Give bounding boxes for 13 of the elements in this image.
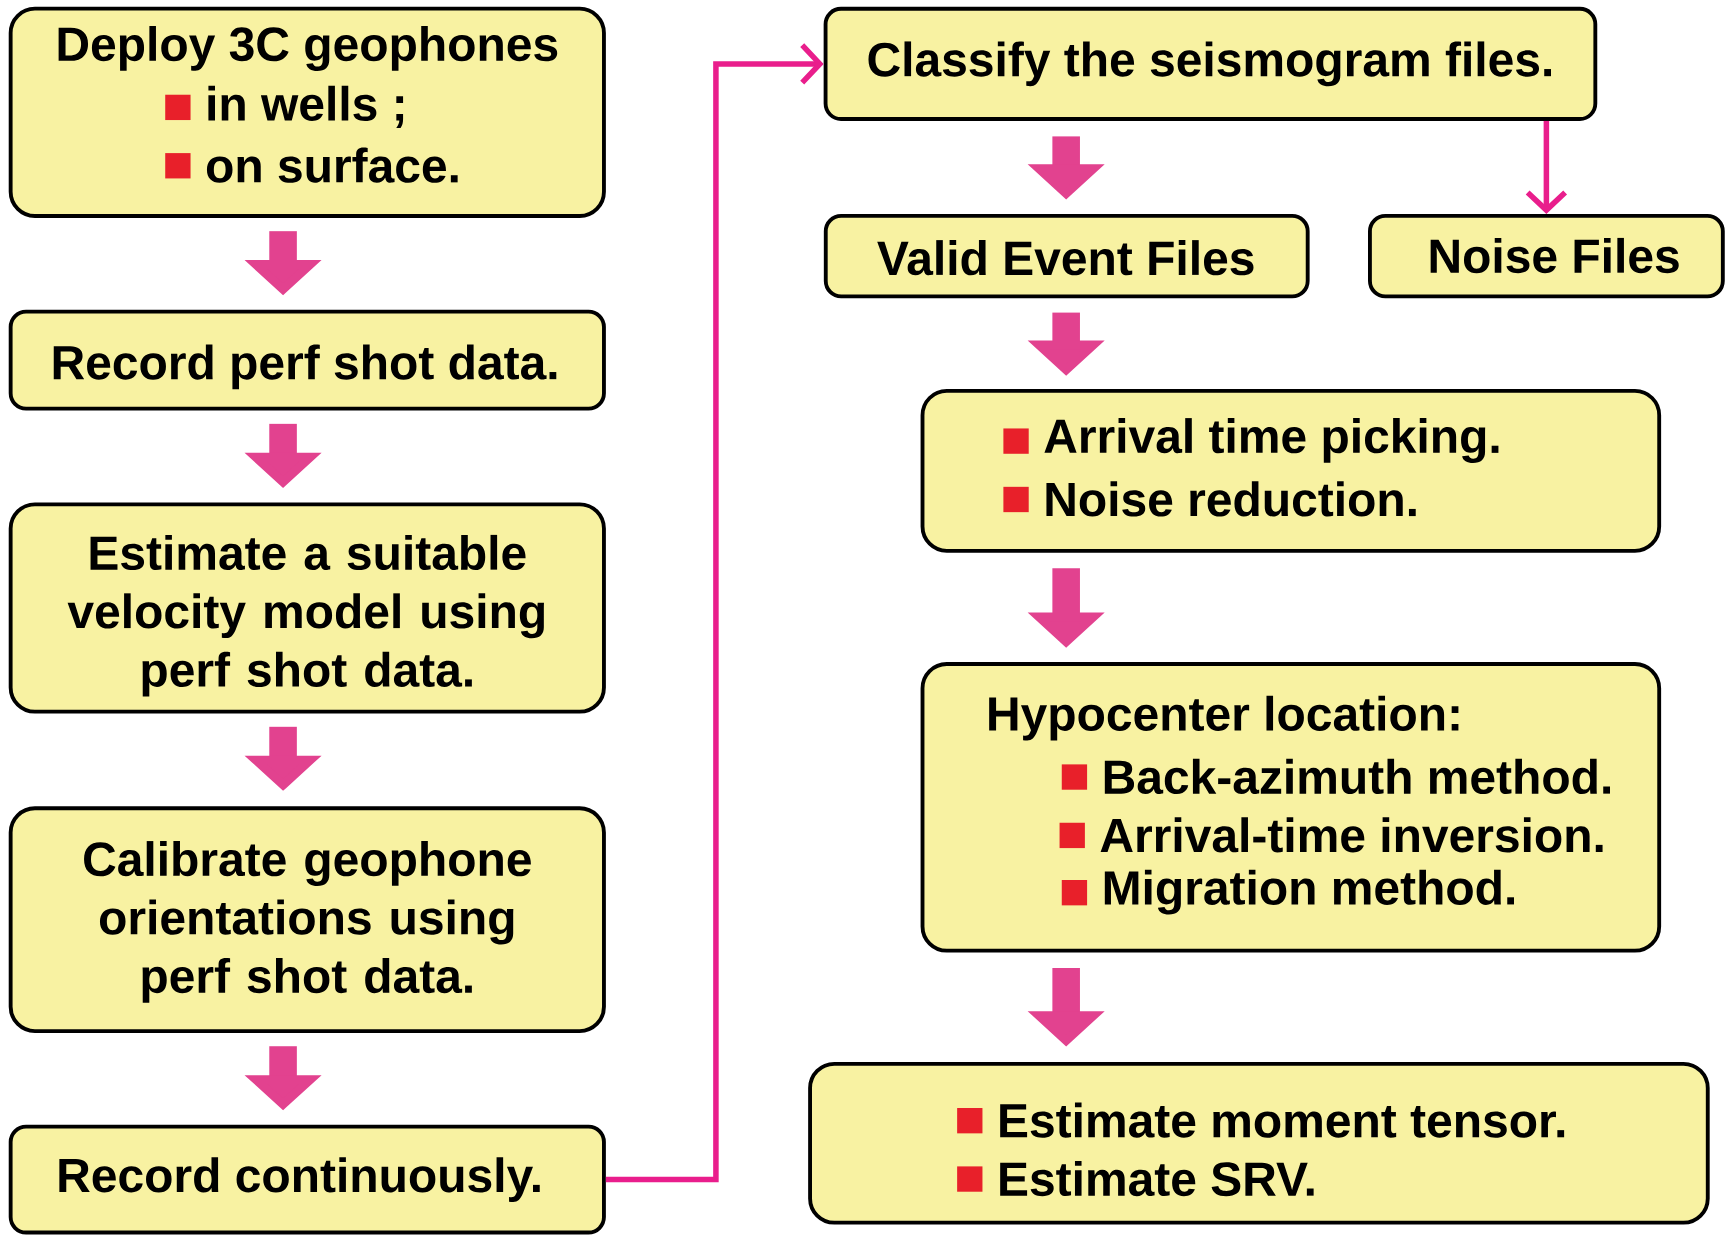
arrow	[1525, 121, 1568, 214]
process-box: Estimate a suitable velocity model using perf shot data.	[8, 502, 606, 714]
process-box: Arrival time picking. Noise reduction.	[920, 389, 1662, 553]
process-box: Record perf shot data.	[8, 309, 606, 411]
process-box: Classify the seismogram files.	[823, 6, 1598, 122]
process-box: Hypocenter location: Back-azimuth method. Arrival-time inversion. Migration method.	[920, 662, 1662, 953]
process-box: Record continuously.	[8, 1124, 606, 1235]
process-box: Calibrate geophone orientations using perf shot data.	[8, 806, 606, 1034]
process-box: Deploy 3C geophones in wells ; on surface.	[8, 6, 606, 219]
process-box: Noise Files	[1368, 214, 1725, 299]
process-box: Estimate moment tensor. Estimate SRV.	[808, 1062, 1710, 1225]
process-box: Valid Event Files	[823, 214, 1310, 299]
arrow	[605, 43, 824, 1183]
